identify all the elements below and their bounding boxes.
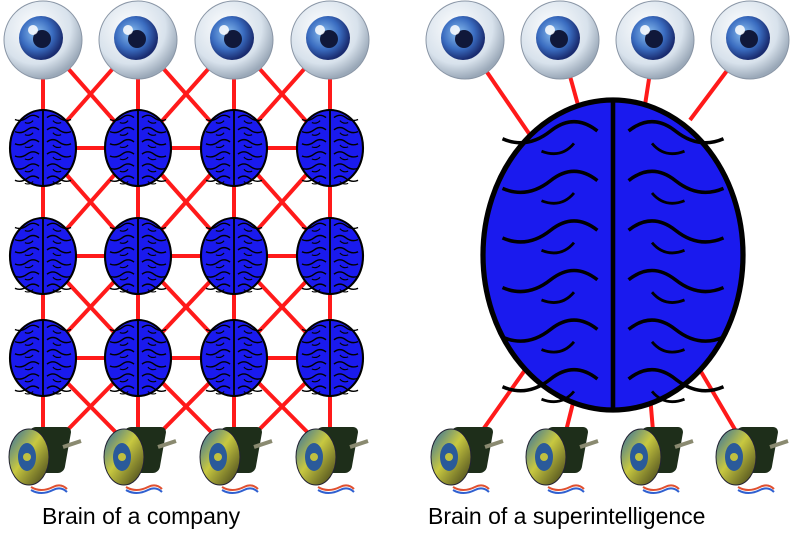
- brain-icon: [199, 108, 269, 188]
- eyeball-icon: [615, 0, 695, 80]
- brain-icon: [199, 318, 269, 398]
- eyeball-icon: [290, 0, 370, 80]
- brain-icon: [103, 108, 173, 188]
- brain-icon: [295, 108, 365, 188]
- brain-icon: [8, 216, 78, 296]
- brain-icon: [103, 318, 173, 398]
- electric-motor-icon: [199, 427, 273, 494]
- brain-icon: [8, 108, 78, 188]
- electric-motor-icon: [525, 427, 599, 494]
- nodes: [3, 0, 790, 494]
- brain-icon: [480, 97, 746, 413]
- electric-motor-icon: [103, 427, 177, 494]
- eyeball-icon: [520, 0, 600, 80]
- brain-icon: [8, 318, 78, 398]
- eyeball-icon: [710, 0, 790, 80]
- electric-motor-icon: [295, 427, 369, 494]
- eyeball-icon: [98, 0, 178, 80]
- electric-motor-icon: [620, 427, 694, 494]
- brain-icon: [295, 318, 365, 398]
- eyeball-icon: [425, 0, 505, 80]
- electric-motor-icon: [715, 427, 789, 494]
- brain-icon: [103, 216, 173, 296]
- eyeball-icon: [194, 0, 274, 80]
- brain-icon: [199, 216, 269, 296]
- eyeball-icon: [3, 0, 83, 80]
- caption-company: Brain of a company: [42, 503, 241, 529]
- electric-motor-icon: [430, 427, 504, 494]
- electric-motor-icon: [8, 427, 82, 494]
- caption-superintelligence: Brain of a superintelligence: [428, 503, 706, 529]
- brain-icon: [295, 216, 365, 296]
